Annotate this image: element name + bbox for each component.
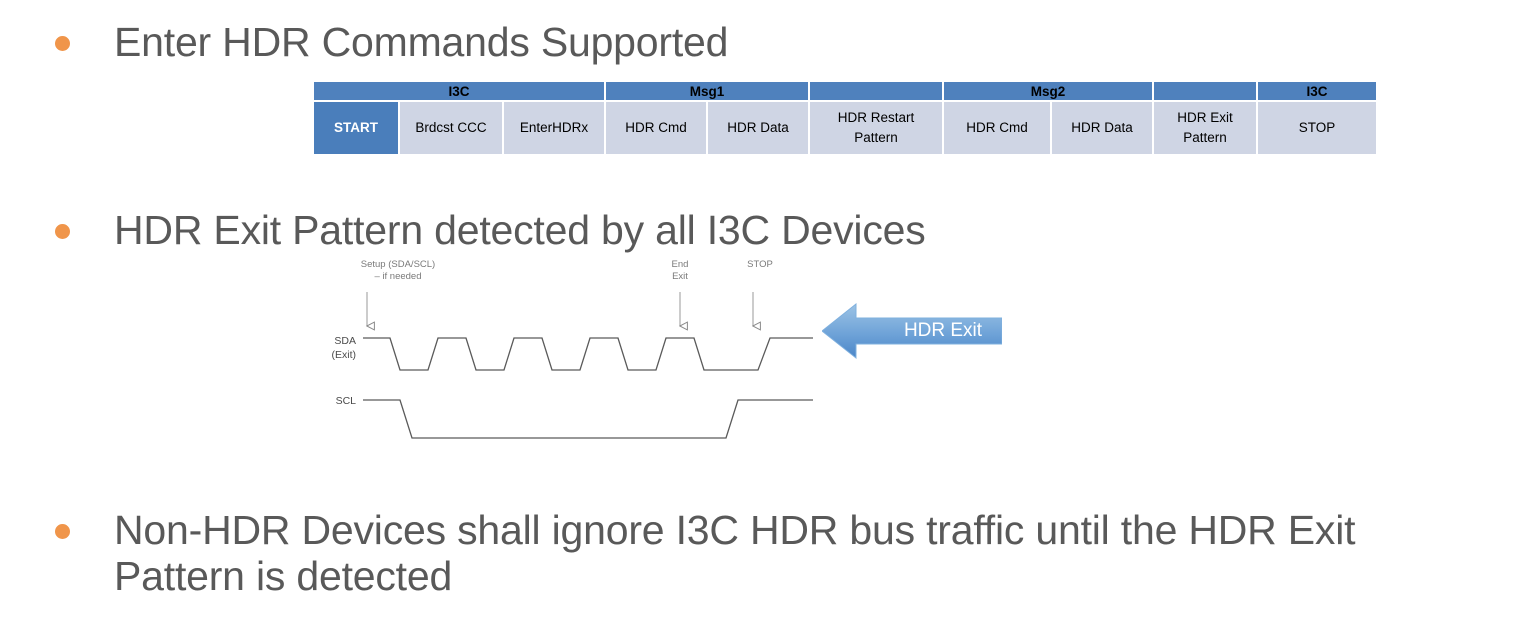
annotation-end-exit-label: End	[672, 259, 689, 270]
timing-table: I3C Msg1 Msg2 I3C START Brdcst CCC Enter…	[312, 80, 1378, 156]
table-group-header: Msg1	[606, 82, 808, 100]
hdr-exit-callout: HDR Exit	[821, 302, 1003, 360]
scl-waveform	[363, 399, 813, 439]
table-group-header: Msg2	[944, 82, 1152, 100]
annotation-setup-label: Setup (SDA/SCL)	[361, 259, 435, 270]
table-cell: HDR Cmd	[944, 102, 1050, 154]
table-group-header	[1154, 82, 1256, 100]
table-group-header: I3C	[314, 82, 604, 100]
left-arrow-icon	[821, 302, 1003, 360]
table-cell: Brdcst CCC	[400, 102, 502, 154]
table-cell: HDR Data	[708, 102, 808, 154]
table-header-row: I3C Msg1 Msg2 I3C	[314, 82, 1376, 100]
table-cell: HDR Cmd	[606, 102, 706, 154]
table-cell: HDR Data	[1052, 102, 1152, 154]
table-cell: EnterHDRx	[504, 102, 604, 154]
bullet-marker-icon	[55, 524, 70, 539]
bullet-item-3: Non-HDR Devices shall ignore I3C HDR bus…	[55, 507, 1515, 600]
bullet-text-3: Non-HDR Devices shall ignore I3C HDR bus…	[114, 507, 1356, 599]
signal-label-sda: SDA	[334, 335, 356, 347]
bullet-item-1: Enter HDR Commands Supported	[55, 19, 729, 66]
bullet-text-2: HDR Exit Pattern detected by all I3C Dev…	[114, 207, 926, 253]
sda-waveform	[363, 337, 813, 371]
svg-text:– if needed: – if needed	[374, 271, 421, 282]
annotation-stop-label: STOP	[747, 259, 773, 270]
table-cell: STOP	[1258, 102, 1376, 154]
table-group-header	[810, 82, 942, 100]
bullet-marker-icon	[55, 224, 70, 239]
bullet-marker-icon	[55, 36, 70, 51]
bullet-text-1: Enter HDR Commands Supported	[114, 19, 729, 65]
table-group-header: I3C	[1258, 82, 1376, 100]
table-row: START Brdcst CCC EnterHDRx HDR Cmd HDR D…	[314, 102, 1376, 154]
table-cell-start: START	[314, 102, 398, 154]
svg-text:(Exit): (Exit)	[332, 349, 357, 361]
signal-label-scl: SCL	[336, 395, 357, 407]
svg-text:Exit: Exit	[672, 271, 688, 282]
waveform-diagram: Setup (SDA/SCL) – if needed End Exit STO…	[318, 252, 1018, 457]
bullet-item-2: HDR Exit Pattern detected by all I3C Dev…	[55, 207, 926, 254]
